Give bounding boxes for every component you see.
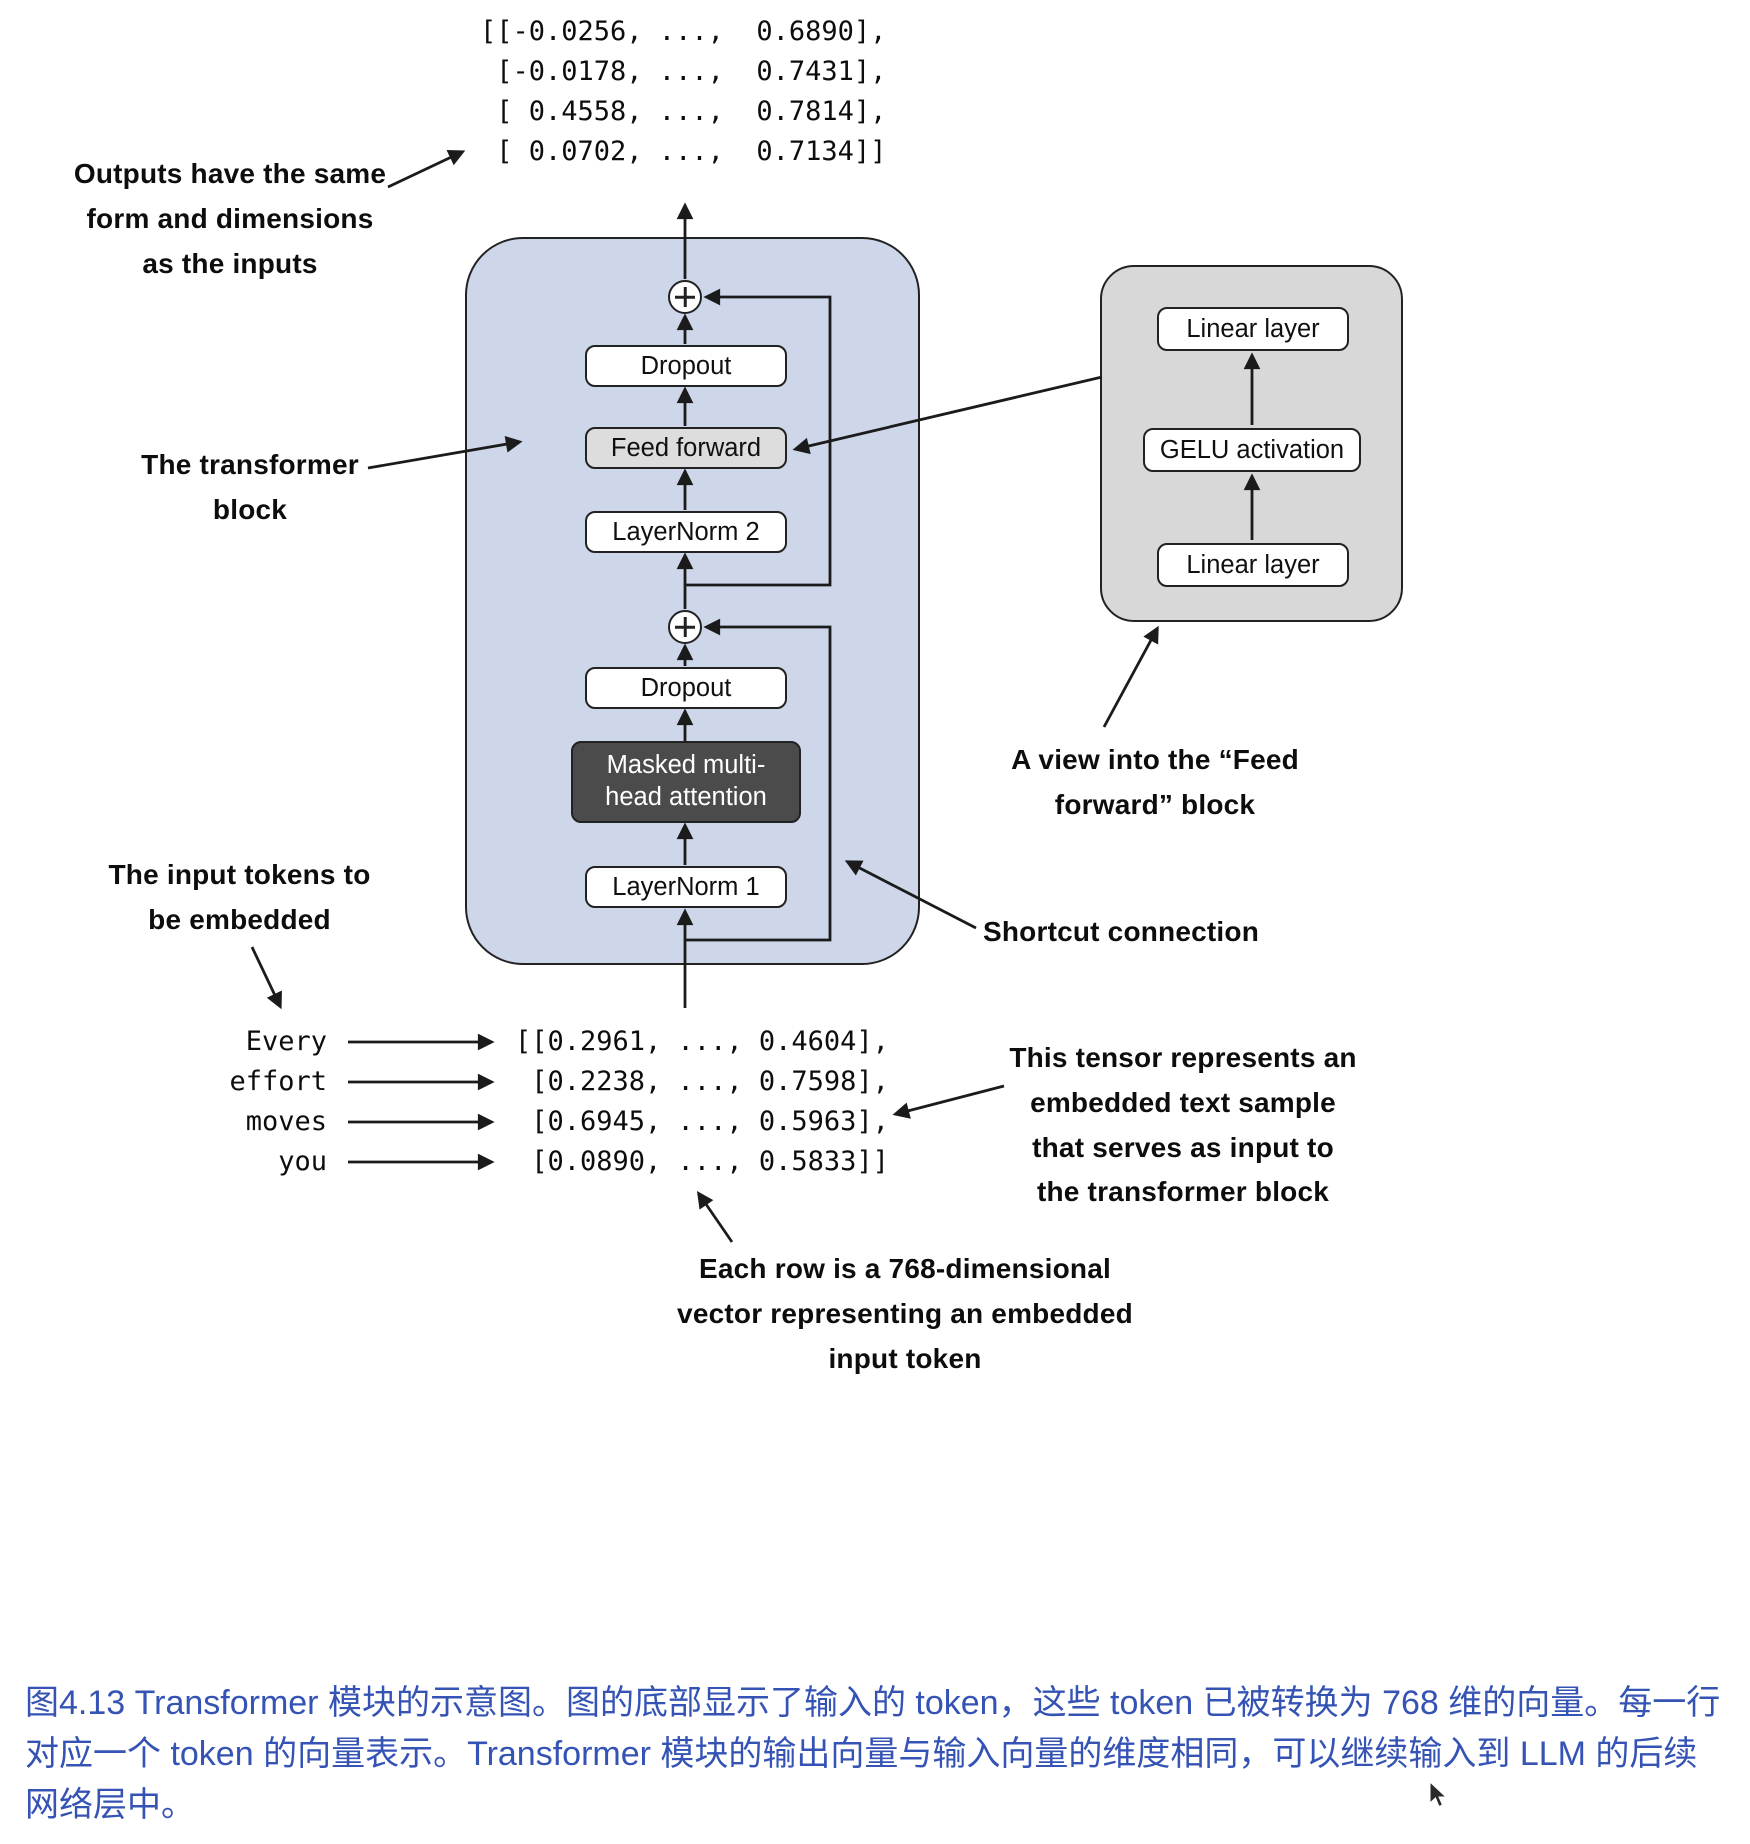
annotation-ff-view: A view into the “Feed forward” block [1011, 744, 1299, 820]
layernorm1-label: LayerNorm 1 [612, 872, 760, 901]
arrow-ffview-note [1102, 625, 1159, 728]
arrow-input-tokens-note [250, 946, 282, 1010]
gelu-activation-label: GELU activation [1159, 435, 1345, 464]
residual-add-lower-icon [668, 610, 702, 644]
dropout-upper-label: Dropout [640, 351, 732, 380]
output-tensor: [[-0.0256, ..., 0.6890], [-0.0178, ..., … [480, 16, 887, 167]
annotation-row-note: Each row is a 768-dimensional vector rep… [677, 1253, 1133, 1374]
masked-multihead-attention-label: Masked multi-head attention [605, 751, 767, 811]
annotation-tensor-note: This tensor represents an embedded text … [1009, 1042, 1357, 1208]
annotation-shortcut-connection: Shortcut connection [983, 916, 1260, 947]
linear-layer-bottom-label: Linear layer [1186, 550, 1320, 579]
layernorm1-box: LayerNorm 1 [585, 866, 787, 908]
linear-layer-top-box: Linear layer [1157, 307, 1349, 351]
mouse-cursor-icon [1429, 1781, 1448, 1808]
linear-layer-bottom-box: Linear layer [1157, 543, 1349, 587]
input-tensor: [[0.2961, ..., 0.4604], [0.2238, ..., 0.… [515, 1026, 889, 1177]
annotation-input-tokens: The input tokens to be embedded [108, 859, 371, 935]
token-moves: moves [245, 1106, 327, 1137]
token-you: you [278, 1146, 327, 1177]
linear-layer-top-label: Linear layer [1186, 314, 1320, 343]
dropout-lower-box: Dropout [585, 667, 787, 709]
annotation-transformer-block: The transformer block [141, 449, 359, 525]
masked-multihead-attention-box: Masked multi-head attention [571, 741, 801, 823]
token-effort: effort [229, 1066, 327, 1097]
arrow-tensor-note [892, 1084, 1005, 1119]
annotation-outputs: Outputs have the same form and dimension… [73, 158, 387, 279]
dropout-upper-box: Dropout [585, 345, 787, 387]
arrow-outputs-note [387, 150, 466, 189]
gelu-activation-box: GELU activation [1143, 428, 1361, 472]
layernorm2-box: LayerNorm 2 [585, 511, 787, 553]
feed-forward-box: Feed forward [585, 427, 787, 469]
arrow-row-note [696, 1191, 734, 1243]
residual-add-upper-icon [668, 280, 702, 314]
token-every: Every [245, 1026, 327, 1057]
feed-forward-label: Feed forward [610, 433, 762, 462]
layernorm2-label: LayerNorm 2 [612, 517, 760, 546]
figure-caption: 图4.13 Transformer 模块的示意图。图的底部显示了输入的 toke… [25, 1684, 1721, 1824]
dropout-lower-label: Dropout [640, 673, 732, 702]
